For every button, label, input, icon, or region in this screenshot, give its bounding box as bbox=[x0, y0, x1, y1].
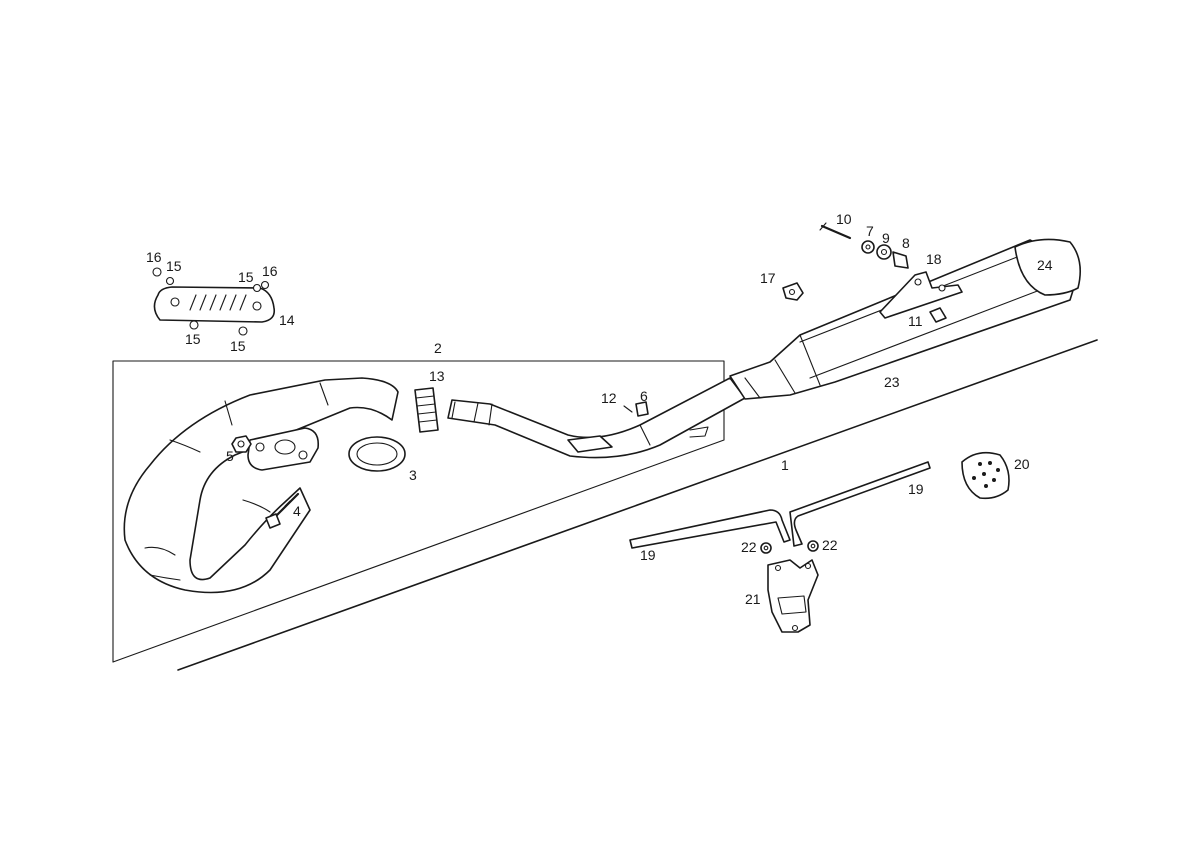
callout-16a: 16 bbox=[146, 249, 162, 265]
gasket-ring-part-3 bbox=[348, 436, 406, 472]
bracket-part-6 bbox=[635, 401, 649, 417]
washer-part-9 bbox=[876, 244, 892, 260]
assembly-2-frame bbox=[112, 360, 725, 663]
hose-part-19-left bbox=[629, 509, 791, 549]
callout-22b: 22 bbox=[822, 537, 838, 553]
gasket-part-13 bbox=[414, 387, 439, 433]
callout-9: 9 bbox=[882, 230, 890, 246]
bolt-part-10 bbox=[819, 222, 852, 240]
heat-shield-part bbox=[152, 267, 276, 336]
callout-7: 7 bbox=[866, 223, 874, 239]
callout-3: 3 bbox=[409, 467, 417, 483]
callout-19a: 19 bbox=[908, 481, 924, 497]
callout-15c: 15 bbox=[185, 331, 201, 347]
callout-16b: 16 bbox=[262, 263, 278, 279]
callout-1: 1 bbox=[781, 457, 789, 473]
grommet-part-17 bbox=[782, 282, 804, 301]
air-filter-part-20 bbox=[961, 451, 1010, 500]
washer-part-7 bbox=[861, 240, 875, 254]
mid-pipe-part bbox=[447, 377, 746, 459]
valve-part-21 bbox=[767, 559, 819, 633]
callout-11: 11 bbox=[908, 313, 923, 329]
callout-17: 17 bbox=[760, 270, 776, 286]
callout-22a: 22 bbox=[741, 539, 757, 555]
callout-10: 10 bbox=[836, 211, 852, 227]
callout-15b: 15 bbox=[238, 269, 254, 285]
callout-6: 6 bbox=[640, 388, 648, 404]
spring-clip-part-12 bbox=[623, 405, 633, 413]
clamp-part-22-left bbox=[760, 542, 772, 554]
callout-15a: 15 bbox=[166, 258, 182, 274]
callout-14: 14 bbox=[279, 312, 295, 328]
callout-21: 21 bbox=[745, 591, 761, 607]
end-cap-part-24 bbox=[1014, 238, 1081, 296]
callout-19b: 19 bbox=[640, 547, 656, 563]
assembly-1-baseline bbox=[177, 339, 1098, 671]
bracket-part-18 bbox=[879, 271, 963, 319]
callout-23: 23 bbox=[884, 374, 900, 390]
bushing-part-11 bbox=[929, 307, 947, 323]
hose-part-19-right bbox=[789, 461, 931, 547]
callout-2: 2 bbox=[434, 340, 442, 356]
callout-24: 24 bbox=[1037, 257, 1053, 273]
callout-4: 4 bbox=[293, 503, 301, 519]
callout-15d: 15 bbox=[230, 338, 246, 354]
header-pipe-part bbox=[123, 377, 399, 594]
nut-part-5 bbox=[231, 435, 252, 453]
callout-13: 13 bbox=[429, 368, 445, 384]
clamp-part-22-right bbox=[807, 540, 819, 552]
stud-part-4 bbox=[265, 492, 300, 529]
callout-5: 5 bbox=[226, 448, 234, 464]
callout-8: 8 bbox=[902, 235, 910, 251]
callout-20: 20 bbox=[1014, 456, 1030, 472]
bushing-part-8 bbox=[892, 251, 909, 269]
callout-12: 12 bbox=[601, 390, 617, 406]
callout-18: 18 bbox=[926, 251, 942, 267]
